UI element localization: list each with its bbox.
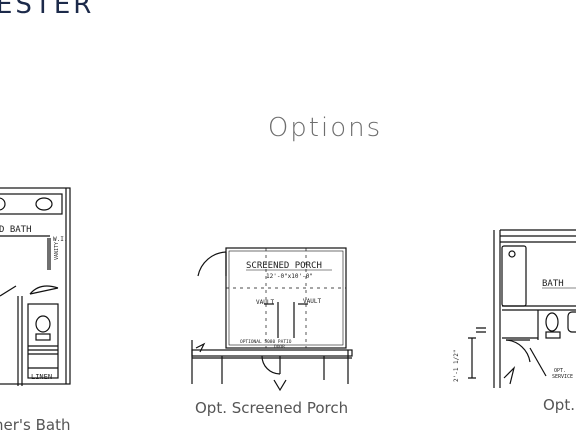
vault-right-label: VAULT <box>303 298 321 305</box>
screened-porch-plan[interactable]: SCREENED PORCH 12'-0"x10'-0" VAULT VAULT… <box>186 240 356 392</box>
wic-label: W.I. <box>53 236 67 243</box>
patio-door-label-2: DOOR <box>274 344 285 350</box>
vault-left-label: VAULT <box>256 299 274 306</box>
service-label-2: SERVICE <box>552 374 573 380</box>
opt-bath-caption: Opt. <box>543 396 575 414</box>
owners-bath-plan[interactable]: D BATH W.I. LINEN VANITY <box>0 186 80 398</box>
vanity-label: VANITY <box>54 242 60 260</box>
porch-room-label: SCREENED PORCH <box>246 261 322 271</box>
patio-door-label: OPTIONAL 5080 PATIO <box>240 339 292 345</box>
linen-label: LINEN <box>31 373 52 381</box>
owners-bath-caption: her's Bath <box>0 416 71 434</box>
opt-bath-label: BATH <box>542 279 564 289</box>
bath-label: D BATH <box>0 225 32 235</box>
screened-porch-caption: Opt. Screened Porch <box>195 399 349 417</box>
service-label: OPT. <box>554 368 566 374</box>
brand-name: ESTER <box>0 0 95 20</box>
opt-bath-plan[interactable]: BATH 2'-1 1/2" OPT. SERVICE <box>446 228 576 392</box>
dimension-label: 2'-1 1/2" <box>453 349 460 382</box>
porch-size-label: 12'-0"x10'-0" <box>266 273 313 280</box>
options-heading: Options <box>267 113 383 143</box>
